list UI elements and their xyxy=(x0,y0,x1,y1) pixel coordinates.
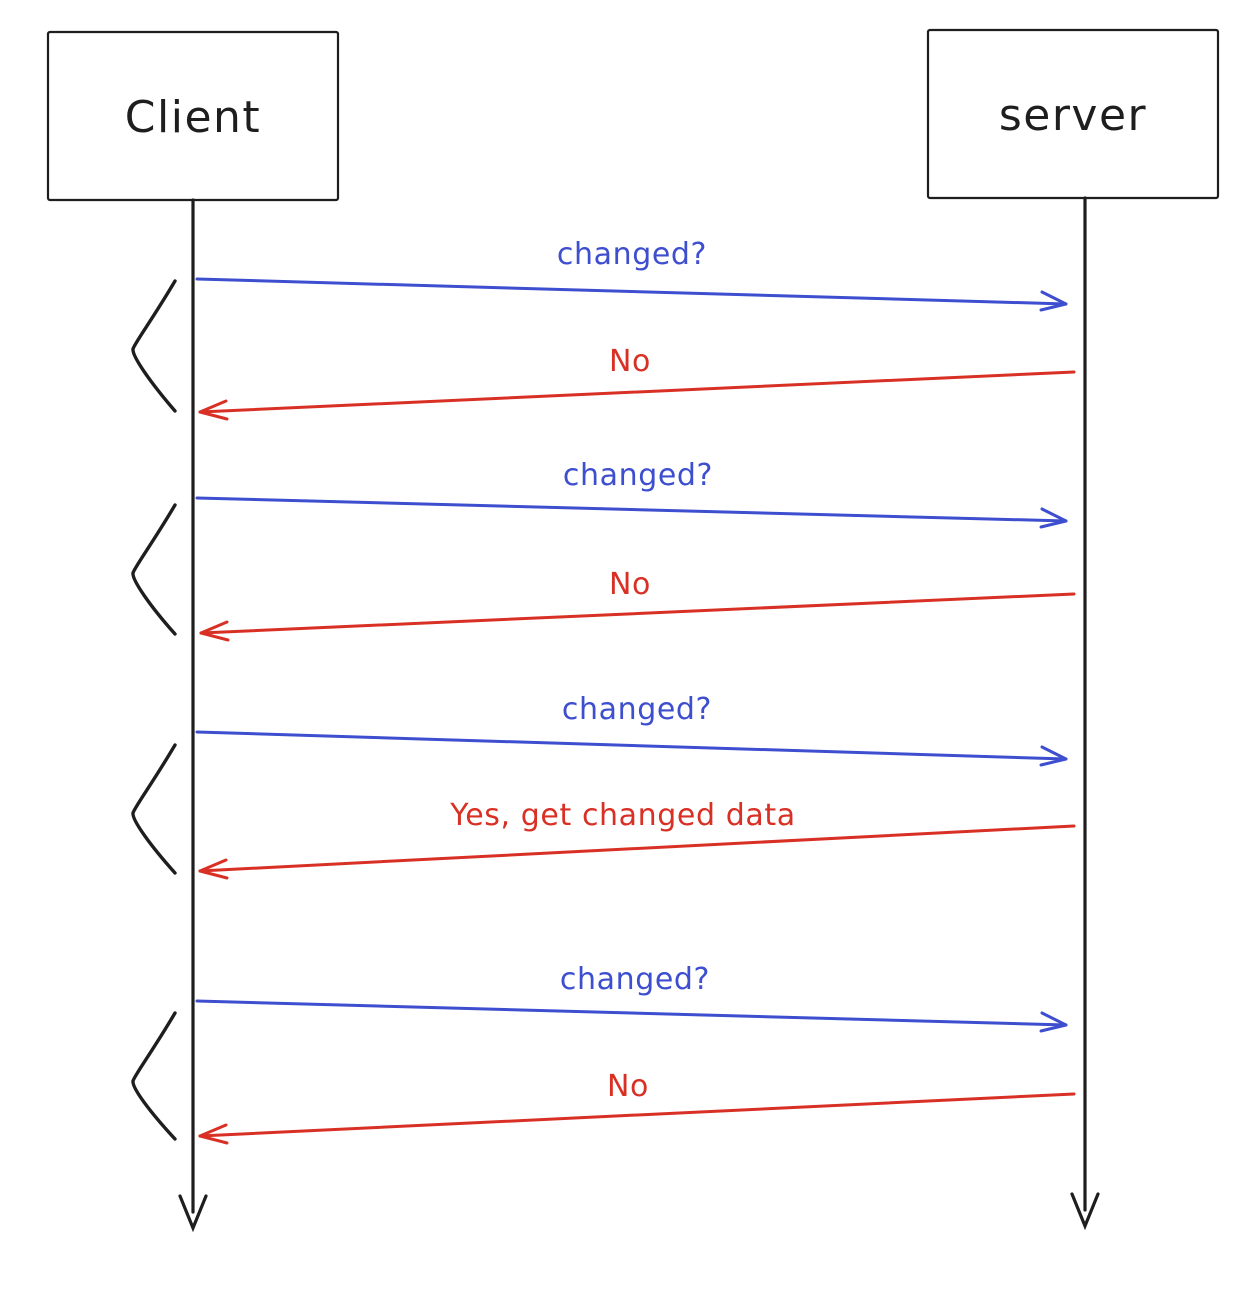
message-7-label: changed? xyxy=(560,962,710,997)
message-1-label: changed? xyxy=(557,237,707,272)
client-lifeline-arrowhead xyxy=(178,1194,208,1233)
message-4-no-response[interactable]: No xyxy=(199,567,1076,642)
message-5-changed-request[interactable]: changed? xyxy=(195,692,1068,767)
message-6-label: Yes, get changed data xyxy=(449,798,795,833)
message-8-label: No xyxy=(607,1069,649,1104)
message-7-changed-request[interactable]: changed? xyxy=(195,962,1068,1033)
message-4-label: No xyxy=(609,567,651,602)
message-2-arrowhead xyxy=(198,399,229,421)
brace-poll-cycle-3 xyxy=(131,743,177,875)
message-5-arrowhead xyxy=(1039,745,1068,767)
message-3-changed-request[interactable]: changed? xyxy=(195,458,1068,529)
message-5-label: changed? xyxy=(562,692,712,727)
message-6-line xyxy=(198,824,1076,873)
participant-client[interactable]: Client xyxy=(46,30,340,1233)
server-label: server xyxy=(999,90,1147,141)
brace-poll-cycle-1 xyxy=(131,279,177,413)
message-2-no-response[interactable]: No xyxy=(198,344,1076,421)
brace-poll-cycle-2 xyxy=(131,503,177,636)
message-1-changed-request[interactable]: changed? xyxy=(195,237,1068,312)
message-1-line xyxy=(195,277,1068,306)
message-7-arrowhead xyxy=(1039,1011,1068,1033)
message-8-arrowhead xyxy=(198,1123,229,1145)
message-4-arrowhead xyxy=(199,620,230,642)
client-label: Client xyxy=(125,92,261,143)
message-8-line xyxy=(198,1092,1076,1138)
server-lifeline-arrowhead xyxy=(1070,1192,1100,1231)
message-4-line xyxy=(199,592,1076,635)
server-box[interactable] xyxy=(926,28,1220,200)
brace-poll-cycle-4 xyxy=(131,1011,177,1141)
message-2-line xyxy=(198,370,1076,414)
message-8-no-response[interactable]: No xyxy=(198,1069,1076,1145)
message-3-arrowhead xyxy=(1039,507,1068,529)
message-6-yes-get-changed-data-response[interactable]: Yes, get changed data xyxy=(198,798,1076,880)
participant-server[interactable]: server xyxy=(926,28,1220,1231)
message-3-line xyxy=(195,496,1068,523)
brace-group xyxy=(131,279,177,1141)
message-6-arrowhead xyxy=(198,858,229,880)
message-7-line xyxy=(195,999,1068,1027)
message-2-label: No xyxy=(609,344,651,379)
message-5-line xyxy=(195,730,1068,761)
message-3-label: changed? xyxy=(563,458,713,493)
message-1-arrowhead xyxy=(1039,290,1068,312)
